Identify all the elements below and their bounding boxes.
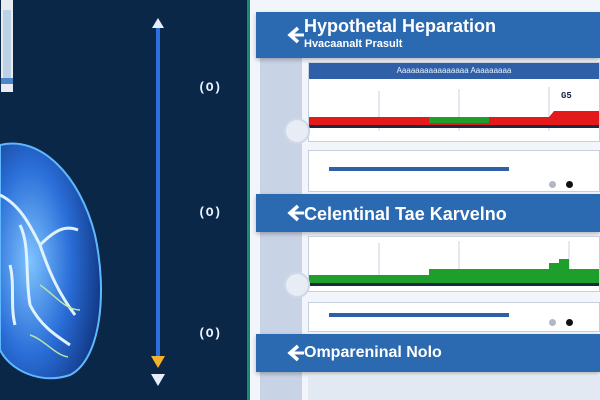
anatomy-panel: (O) (O) (O) — [0, 0, 250, 400]
panel-heading: Aaaaaaaaaaaaaaaa Aaaaaaaaa — [309, 63, 599, 79]
input-panel-1 — [308, 150, 600, 192]
dot-icon[interactable] — [566, 181, 573, 188]
result-panel-1: Aaaaaaaaaaaaaaaa Aaaaaaaaa G5 — [308, 62, 600, 142]
input-line — [329, 313, 509, 317]
tick-bottom: (O) — [198, 326, 222, 341]
chart-area-1 — [309, 87, 599, 131]
dashboard-area: Hypothetal Heparation Hvacaanalt Prasult… — [250, 0, 600, 400]
pagination-dots[interactable] — [549, 319, 573, 326]
input-line — [329, 167, 509, 171]
header-title: Hypothetal Heparation — [304, 16, 497, 36]
dot-icon[interactable] — [549, 319, 556, 326]
tick-middle: (O) — [198, 205, 222, 220]
toggle-1[interactable] — [284, 118, 310, 144]
lung-icon — [0, 142, 103, 380]
header-ompareninal: Ompareninal Nolo — [256, 334, 600, 372]
header-hypothetal: Hypothetal Heparation Hvacaanalt Prasult — [256, 12, 600, 58]
back-arrow-icon[interactable] — [284, 202, 306, 224]
value-tag: G5 — [561, 91, 572, 101]
header-subtitle: Hvacaanalt Prasult — [304, 38, 403, 50]
result-panel-2 — [308, 236, 600, 292]
pagination-dots[interactable] — [549, 181, 573, 188]
dot-icon[interactable] — [566, 319, 573, 326]
dot-icon[interactable] — [549, 181, 556, 188]
header-title: Ompareninal Nolo — [304, 344, 442, 361]
header-title: Celentinal Tae Karvelno — [304, 204, 507, 224]
chart-area-2 — [309, 241, 599, 286]
toggle-2[interactable] — [284, 272, 310, 298]
back-arrow-icon[interactable] — [284, 342, 306, 364]
vertical-slider[interactable] — [148, 18, 168, 388]
syringe-icon — [1, 0, 13, 92]
header-celentinal: Celentinal Tae Karvelno — [256, 194, 600, 232]
back-arrow-icon[interactable] — [284, 24, 306, 46]
footer-strip — [308, 376, 600, 400]
tick-top: (O) — [198, 80, 222, 95]
input-panel-2 — [308, 302, 600, 332]
